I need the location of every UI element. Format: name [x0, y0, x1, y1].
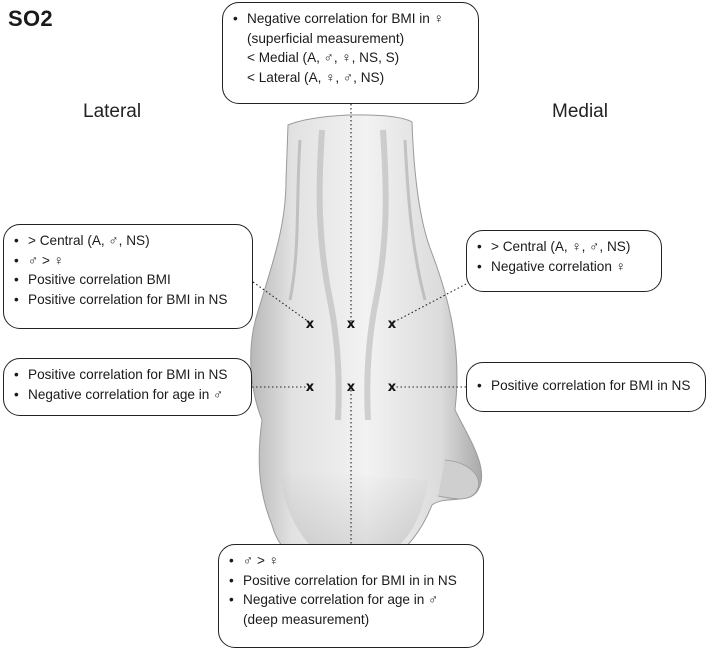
- annotation-left-upper-line-1: > Central (A, ♂, NS): [12, 231, 242, 251]
- marker-central-upper: x: [347, 317, 356, 332]
- annotation-right-upper-line-1: > Central (A, ♀, ♂, NS): [475, 237, 651, 257]
- measurement-markers: x x x x x x: [306, 317, 397, 395]
- annotation-left-lower-line-1: Positive correlation for BMI in NS: [12, 365, 241, 385]
- annotation-bottom-line-1: ♂ > ♀: [227, 551, 473, 571]
- marker-lateral-upper: x: [306, 317, 315, 332]
- annotation-top-line-3: < Medial (A, ♂, ♀, NS, S): [247, 50, 400, 65]
- annotation-bottom-line-3: Negative correlation for age in ♂: [227, 590, 473, 610]
- annotation-right-lower: Positive correlation for BMI in NS: [466, 362, 706, 412]
- annotation-bottom: ♂ > ♀ Positive correlation for BMI in in…: [218, 544, 484, 648]
- marker-central-lower: x: [347, 380, 356, 395]
- annotation-right-upper-line-2: Negative correlation ♀: [475, 257, 651, 277]
- annotation-left-upper: > Central (A, ♂, NS) ♂ > ♀ Positive corr…: [3, 224, 253, 329]
- annotation-bottom-line-2: Positive correlation for BMI in in NS: [227, 571, 473, 591]
- annotation-right-lower-line-1: Positive correlation for BMI in NS: [475, 376, 695, 396]
- annotation-right-upper: > Central (A, ♀, ♂, NS) Negative correla…: [466, 230, 662, 292]
- annotation-top-line-4: < Lateral (A, ♀, ♂, NS): [247, 69, 385, 85]
- annotation-top-line-1: Negative correlation for BMI in ♀: [231, 9, 468, 29]
- annotation-left-lower: Positive correlation for BMI in NS Negat…: [3, 358, 252, 416]
- leader-lines: [252, 104, 467, 545]
- figure-title: SO2: [8, 6, 53, 31]
- annotation-bottom-line-4: (deep measurement): [243, 611, 370, 627]
- leader-left-upper: [252, 281, 310, 323]
- heel-shape: [250, 114, 483, 573]
- annotation-left-upper-line-4: Positive correlation for BMI in NS: [12, 290, 242, 310]
- annotation-left-upper-line-3: Positive correlation BMI: [12, 270, 242, 290]
- lateral-label: Lateral: [83, 101, 142, 122]
- annotation-left-lower-line-2: Negative correlation for age in ♂: [12, 385, 241, 405]
- marker-medial-lower: x: [388, 380, 397, 395]
- marker-medial-upper: x: [388, 317, 397, 332]
- annotation-left-upper-line-2: ♂ > ♀: [12, 251, 242, 271]
- annotation-top: Negative correlation for BMI in ♀ (super…: [222, 2, 479, 104]
- annotation-top-line-2: (superficial measurement): [247, 30, 405, 46]
- medial-label: Medial: [552, 101, 608, 122]
- leader-right-upper: [393, 283, 467, 323]
- marker-lateral-lower: x: [306, 380, 315, 395]
